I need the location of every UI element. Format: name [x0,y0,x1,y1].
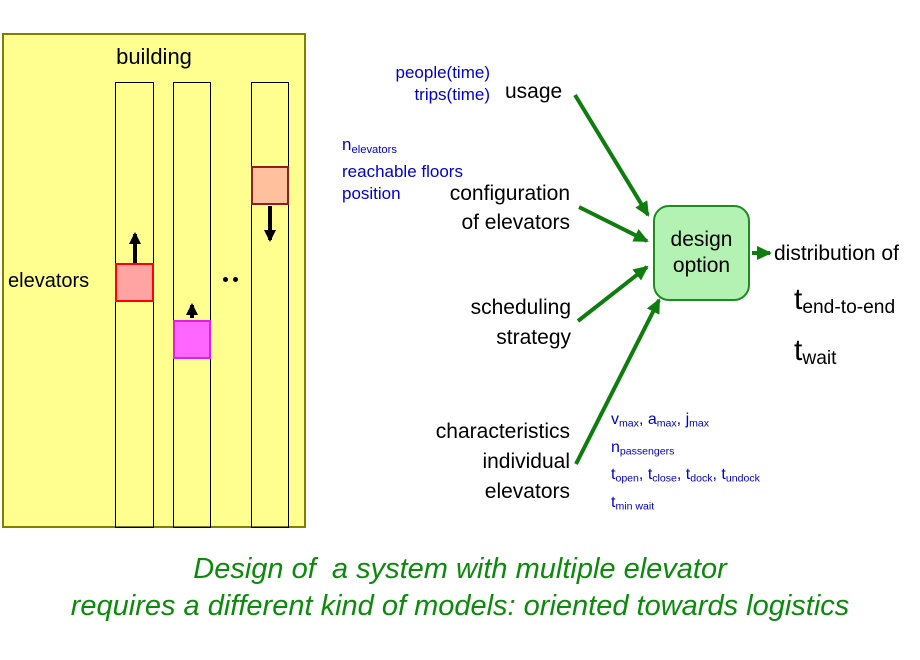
distribution-label: distribution of [774,242,899,265]
elevator-shaft-3 [251,82,289,528]
design-option-line: design [670,228,733,251]
usage-param: trips(time) [414,85,490,104]
elevators-label: elevators [8,270,90,292]
elevator-car-3 [251,166,289,205]
caption-line-1: Design of a system with multiple elevato… [193,553,727,585]
usage-arrow [573,93,650,217]
dot-icon [223,277,228,282]
design-option-line: option [672,254,731,277]
configuration-label: configuration of elevators [449,182,570,234]
building-label: building [116,44,192,69]
metric-t-end-to-end: tend-to-end [794,283,896,318]
caption-line-2: requires a different kind of models: ori… [70,590,850,622]
usage-params: people(time) trips(time) [350,62,491,106]
elevator-shaft-1 [115,82,154,528]
configuration-arrow [578,205,649,243]
characteristics-label: characteristics individual elevators [435,420,570,503]
elevator-car-1 [115,263,154,302]
dot-icon [233,277,238,282]
building-box: building elevators [2,33,306,528]
ellipsis-dots [223,277,238,282]
design-option-box: design option [653,205,750,301]
metric-t-wait: twait [794,334,837,369]
caption: Design of a system with multiple elevato… [0,551,920,625]
usage-param: people(time) [395,63,491,82]
elevator-shaft-2 [173,82,211,528]
scheduling-arrow [576,265,649,323]
usage-label: usage [505,80,563,103]
scheduling-label: scheduling strategy [470,296,571,349]
elevator-car-2 [173,320,211,359]
